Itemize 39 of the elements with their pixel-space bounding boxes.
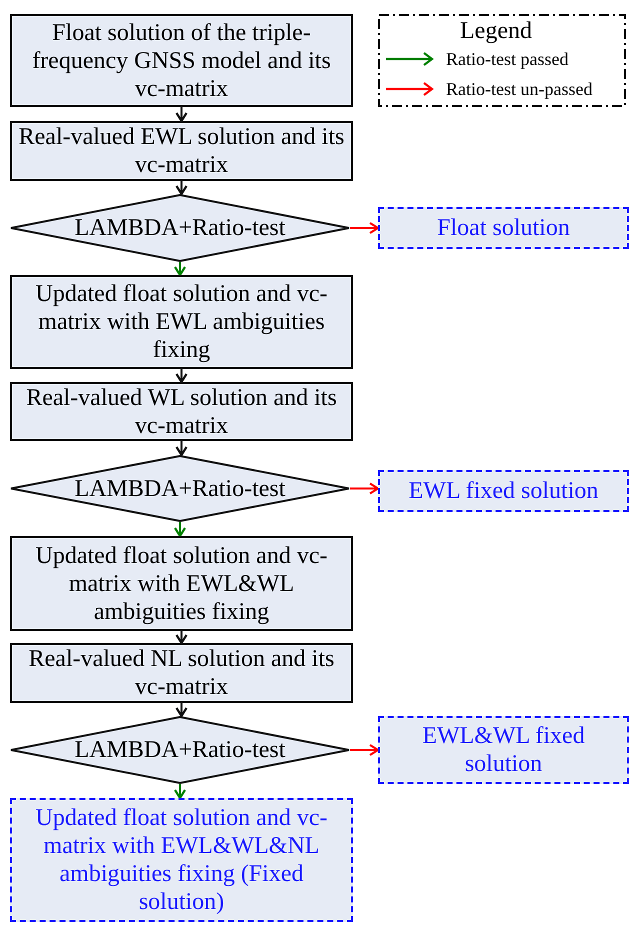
node-text: Float solution of the triple-frequency GNSS model and its vc-matrix <box>31 18 332 102</box>
node-text: Updated float solution and vc-matrix with EWL&WL&NL ambiguities fixing (Fixed solution) <box>34 804 328 916</box>
node-text: EWL fixed solution <box>408 477 598 505</box>
arrow <box>175 181 188 196</box>
arrow <box>174 262 186 276</box>
node-text: Real-valued WL solution and its vc-matrix <box>25 384 338 440</box>
process-box <box>10 14 353 107</box>
result-box <box>378 207 629 249</box>
arrow <box>175 631 188 644</box>
arrow <box>350 482 380 495</box>
arrow <box>175 107 188 122</box>
legend-text: Ratio-test passed <box>446 48 568 70</box>
node-text: Float solution <box>437 214 570 242</box>
node-text: Real-valued NL solution and its vc-matrix <box>28 645 336 701</box>
legend-title: Legend <box>460 18 532 44</box>
arrow <box>350 744 380 756</box>
arrow <box>175 703 188 718</box>
arrow <box>350 222 380 234</box>
process-box <box>10 643 353 703</box>
decision-diamond <box>10 716 350 784</box>
process-box <box>10 275 353 369</box>
node-text: LAMBDA+Ratio-test <box>74 736 286 764</box>
decision-diamond <box>10 194 350 262</box>
result-box <box>378 716 629 784</box>
legend-text: Ratio-test un-passed <box>446 78 592 100</box>
result-box <box>378 470 629 512</box>
result-box <box>10 798 353 922</box>
node-text: LAMBDA+Ratio-test <box>74 214 286 242</box>
decision-diamond <box>10 455 350 522</box>
node-text: EWL&WL fixed solution <box>421 722 586 778</box>
node-text: LAMBDA+Ratio-test <box>74 474 286 502</box>
arrow <box>175 369 188 384</box>
arrow <box>174 784 186 800</box>
arrow <box>174 522 186 538</box>
process-box <box>10 536 353 631</box>
node-text: Updated float solution and vc-matrix with EWL ambiguities fixing <box>34 280 328 364</box>
node-text: Real-valued EWL solution and its vc-matrix <box>18 123 346 179</box>
node-text: Updated float solution and vc-matrix with EWL&WL ambiguities fixing <box>34 542 328 626</box>
arrow <box>175 441 188 456</box>
